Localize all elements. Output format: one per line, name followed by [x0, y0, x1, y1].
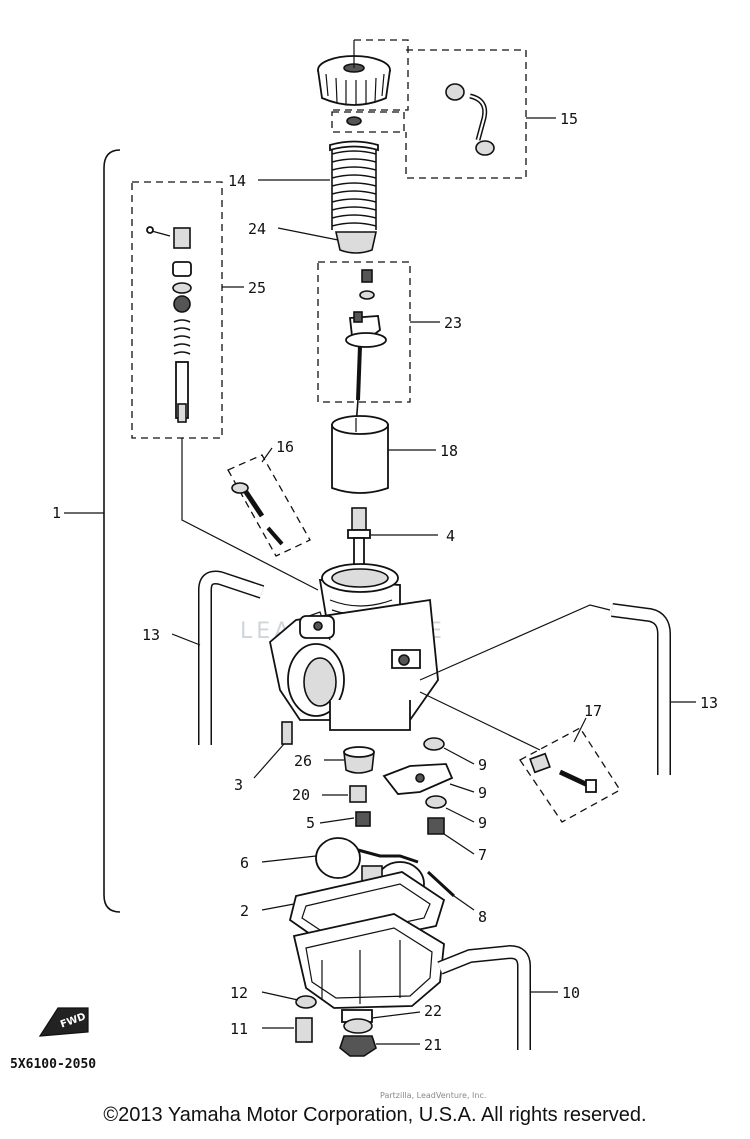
- callout-17: 17: [584, 702, 602, 720]
- o-ring: [343, 1018, 373, 1034]
- carburetor-body: [269, 563, 439, 731]
- plug: [339, 1035, 377, 1057]
- callout-9-b: 9: [478, 784, 487, 802]
- callout-26: 26: [294, 752, 312, 770]
- callout-3: 3: [234, 776, 243, 794]
- callout-21: 21: [424, 1036, 442, 1054]
- washer-9c: [425, 795, 447, 809]
- throttle-spring: [329, 140, 379, 230]
- washer-9a: [423, 737, 445, 751]
- main-jet: [355, 811, 371, 827]
- diagram-code: 5X6100-2050: [10, 1057, 96, 1072]
- float-pin: [426, 870, 456, 898]
- callout-5: 5: [306, 814, 315, 832]
- callout-12: 12: [230, 984, 248, 1002]
- air-vent-fitting: [445, 83, 495, 156]
- float-bowl: [292, 913, 445, 1023]
- float: [315, 837, 425, 907]
- callout-1: 1: [52, 504, 61, 522]
- callout-18: 18: [440, 442, 458, 460]
- callout-15: 15: [560, 110, 578, 128]
- callout-13-right: 13: [700, 694, 718, 712]
- copyright-notice: ©2013 Yamaha Motor Corporation, U.S.A. A…: [103, 1104, 647, 1126]
- pilot-screw: [231, 482, 284, 546]
- baffle: [349, 785, 367, 803]
- drain-screw-set: [529, 752, 597, 793]
- callout-8: 8: [478, 908, 487, 926]
- callout-10: 10: [562, 984, 580, 1002]
- starter-plunger-set: [146, 226, 192, 423]
- assembly-bracket: [103, 149, 121, 913]
- callout-9-a: 9: [478, 756, 487, 774]
- callout-4: 4: [446, 527, 455, 545]
- needle-jet: [347, 507, 371, 573]
- callout-2: 2: [240, 902, 249, 920]
- jet-needle: [345, 269, 387, 426]
- spring-seat: [335, 231, 377, 254]
- callout-16: 16: [276, 438, 294, 456]
- callout-6: 6: [240, 854, 249, 872]
- callout-25: 25: [248, 279, 266, 297]
- callout-13-left: 13: [142, 626, 160, 644]
- top-cap: [317, 40, 391, 106]
- callout-9-c: 9: [478, 814, 487, 832]
- callout-22: 22: [424, 1002, 442, 1020]
- callout-23: 23: [444, 314, 462, 332]
- needle-valve: [427, 817, 445, 835]
- drain-washer: [295, 995, 317, 1009]
- carburetor-exploded-diagram: LEADVENTURE 1 15 14 24: [10, 39, 718, 1100]
- callout-14: 14: [228, 172, 246, 190]
- callout-20: 20: [292, 786, 310, 804]
- throttle-valve: [331, 415, 389, 494]
- fine-print: Partzilla, LeadVenture, Inc.: [380, 1091, 486, 1100]
- callout-11: 11: [230, 1020, 248, 1038]
- callout-24: 24: [248, 220, 266, 238]
- fwd-arrow: FWD: [38, 1007, 89, 1037]
- callout-7: 7: [478, 846, 487, 864]
- cap-washer: [346, 116, 362, 126]
- body-screw: [281, 721, 293, 745]
- drain-screw: [295, 1017, 313, 1043]
